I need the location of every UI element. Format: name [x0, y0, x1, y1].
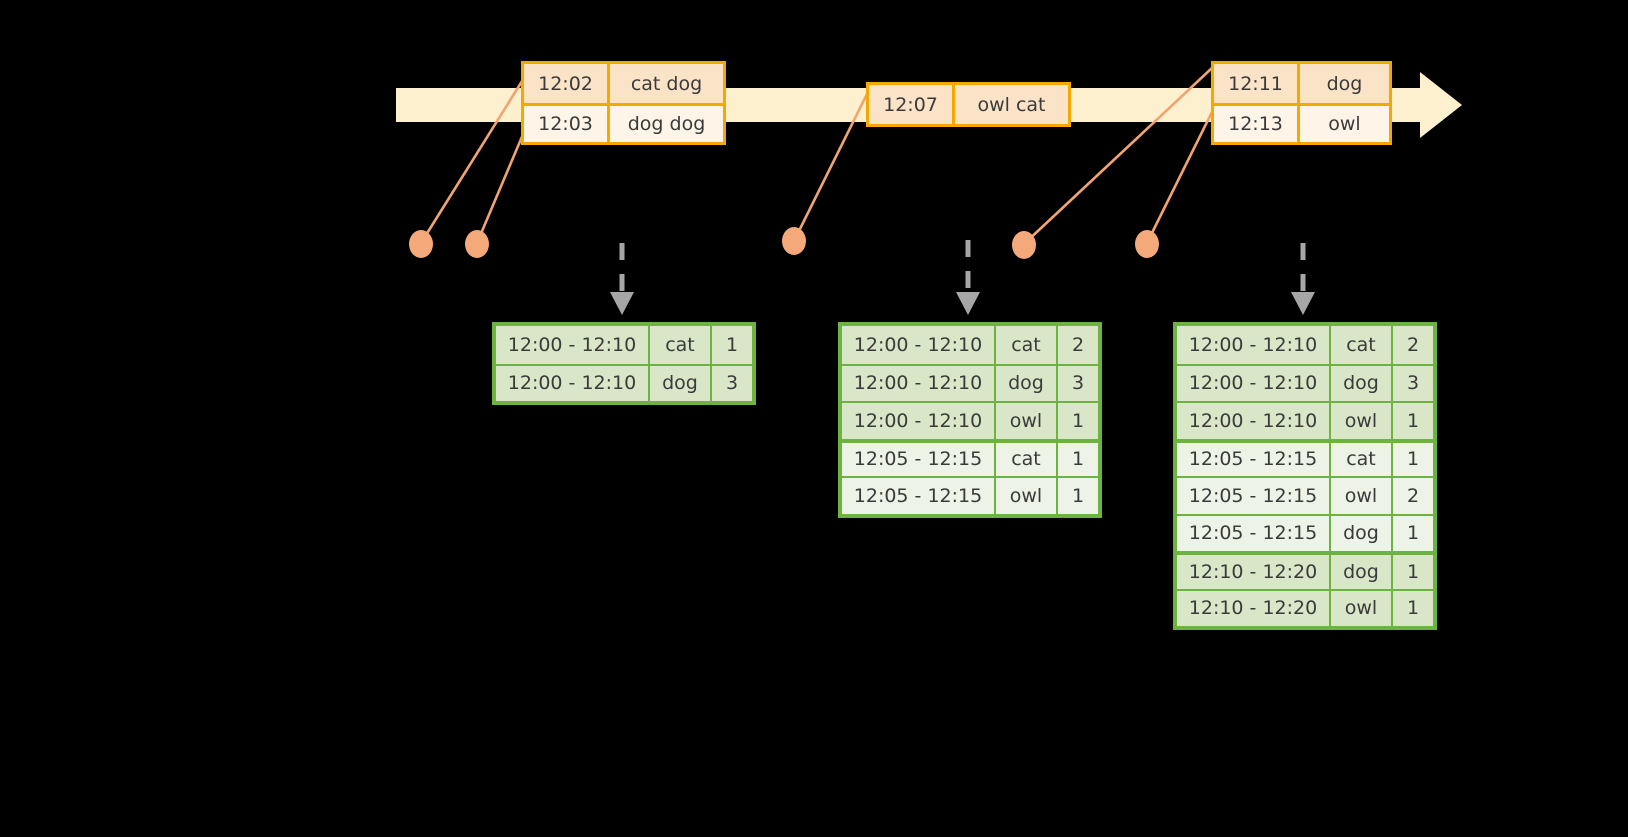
cell-count: 1	[1056, 403, 1098, 439]
timeline-event[interactable]: 12:07 owl cat	[869, 85, 1068, 124]
cell-count: 1	[1391, 403, 1433, 439]
cell-word: owl	[994, 478, 1056, 514]
timeline-event[interactable]: 12:11 dog	[1214, 64, 1389, 103]
timeline-event[interactable]: 12:02 cat dog	[524, 64, 723, 103]
trigger-arrowheads	[610, 292, 1315, 315]
cell-window: 12:00 - 12:10	[1177, 326, 1329, 364]
event-dot-1213	[1135, 230, 1159, 258]
cell-window: 12:10 - 12:20	[1177, 555, 1329, 589]
trigger-arrows	[619, 240, 1306, 297]
timeline-event[interactable]: 12:13 owl	[1214, 103, 1389, 142]
cell-window: 12:05 - 12:15	[1177, 515, 1329, 551]
cell-count: 3	[710, 365, 752, 401]
cell-count: 1	[1391, 515, 1433, 551]
cell-count: 1	[1056, 478, 1098, 514]
cell-window: 12:05 - 12:15	[842, 478, 994, 514]
cell-word: owl	[994, 403, 1056, 439]
cell-word: owl	[1329, 478, 1391, 514]
cell-window: 12:00 - 12:10	[1177, 403, 1329, 439]
cell-word: dog	[1329, 515, 1391, 551]
timeline-event-group-1[interactable]: 12:02 cat dog 12:03 dog dog	[521, 61, 726, 145]
cell-word: cat	[1329, 442, 1391, 476]
timeline-event-group-2[interactable]: 12:07 owl cat	[866, 82, 1071, 127]
cell-window: 12:00 - 12:10	[842, 403, 994, 439]
timeline-event[interactable]: 12:03 dog dog	[524, 103, 723, 142]
event-time: 12:13	[1214, 106, 1300, 142]
cell-count: 2	[1056, 326, 1098, 364]
cell-count: 1	[1391, 590, 1433, 626]
cell-count: 2	[1391, 478, 1433, 514]
cell-window: 12:00 - 12:10	[496, 326, 648, 364]
event-dot-1211	[1012, 231, 1036, 259]
cell-window: 12:00 - 12:10	[1177, 365, 1329, 401]
cell-count: 1	[1056, 442, 1098, 476]
cell-window: 12:00 - 12:10	[496, 365, 648, 401]
cell-word: owl	[1329, 590, 1391, 626]
cell-window: 12:05 - 12:15	[1177, 442, 1329, 476]
event-dot-1203	[465, 230, 489, 258]
cell-window: 12:10 - 12:20	[1177, 590, 1329, 626]
cell-window: 12:00 - 12:10	[842, 326, 994, 364]
event-time: 12:11	[1214, 64, 1300, 103]
cell-word: cat	[994, 442, 1056, 476]
cell-window: 12:05 - 12:15	[842, 442, 994, 476]
cell-word: dog	[1329, 365, 1391, 401]
event-value: dog	[1326, 72, 1363, 95]
cell-word: dog	[994, 365, 1056, 401]
cell-count: 2	[1391, 326, 1433, 364]
cell-word: dog	[648, 365, 710, 401]
event-time: 12:03	[524, 106, 610, 142]
event-dot-1207	[782, 227, 806, 255]
event-time: 12:02	[524, 64, 610, 103]
cell-count: 1	[1391, 442, 1433, 476]
cell-window: 12:05 - 12:15	[1177, 478, 1329, 514]
cell-count: 3	[1056, 365, 1098, 401]
cell-count: 1	[710, 326, 752, 364]
cell-word: cat	[648, 326, 710, 364]
event-dot-markers	[409, 227, 1159, 259]
event-value: dog dog	[627, 113, 706, 135]
event-value: owl cat	[977, 93, 1046, 116]
cell-count: 1	[1391, 555, 1433, 589]
event-time: 12:07	[869, 85, 955, 124]
cell-word: owl	[1329, 403, 1391, 439]
event-value: cat dog	[630, 72, 703, 95]
cell-word: cat	[1329, 326, 1391, 364]
timeline-event-group-3[interactable]: 12:11 dog 12:13 owl	[1211, 61, 1392, 145]
cell-count: 3	[1391, 365, 1433, 401]
cell-word: dog	[1329, 555, 1391, 589]
cell-window: 12:00 - 12:10	[842, 365, 994, 401]
event-value: owl	[1328, 113, 1361, 135]
cell-word: cat	[994, 326, 1056, 364]
event-dot-1202	[409, 230, 433, 258]
